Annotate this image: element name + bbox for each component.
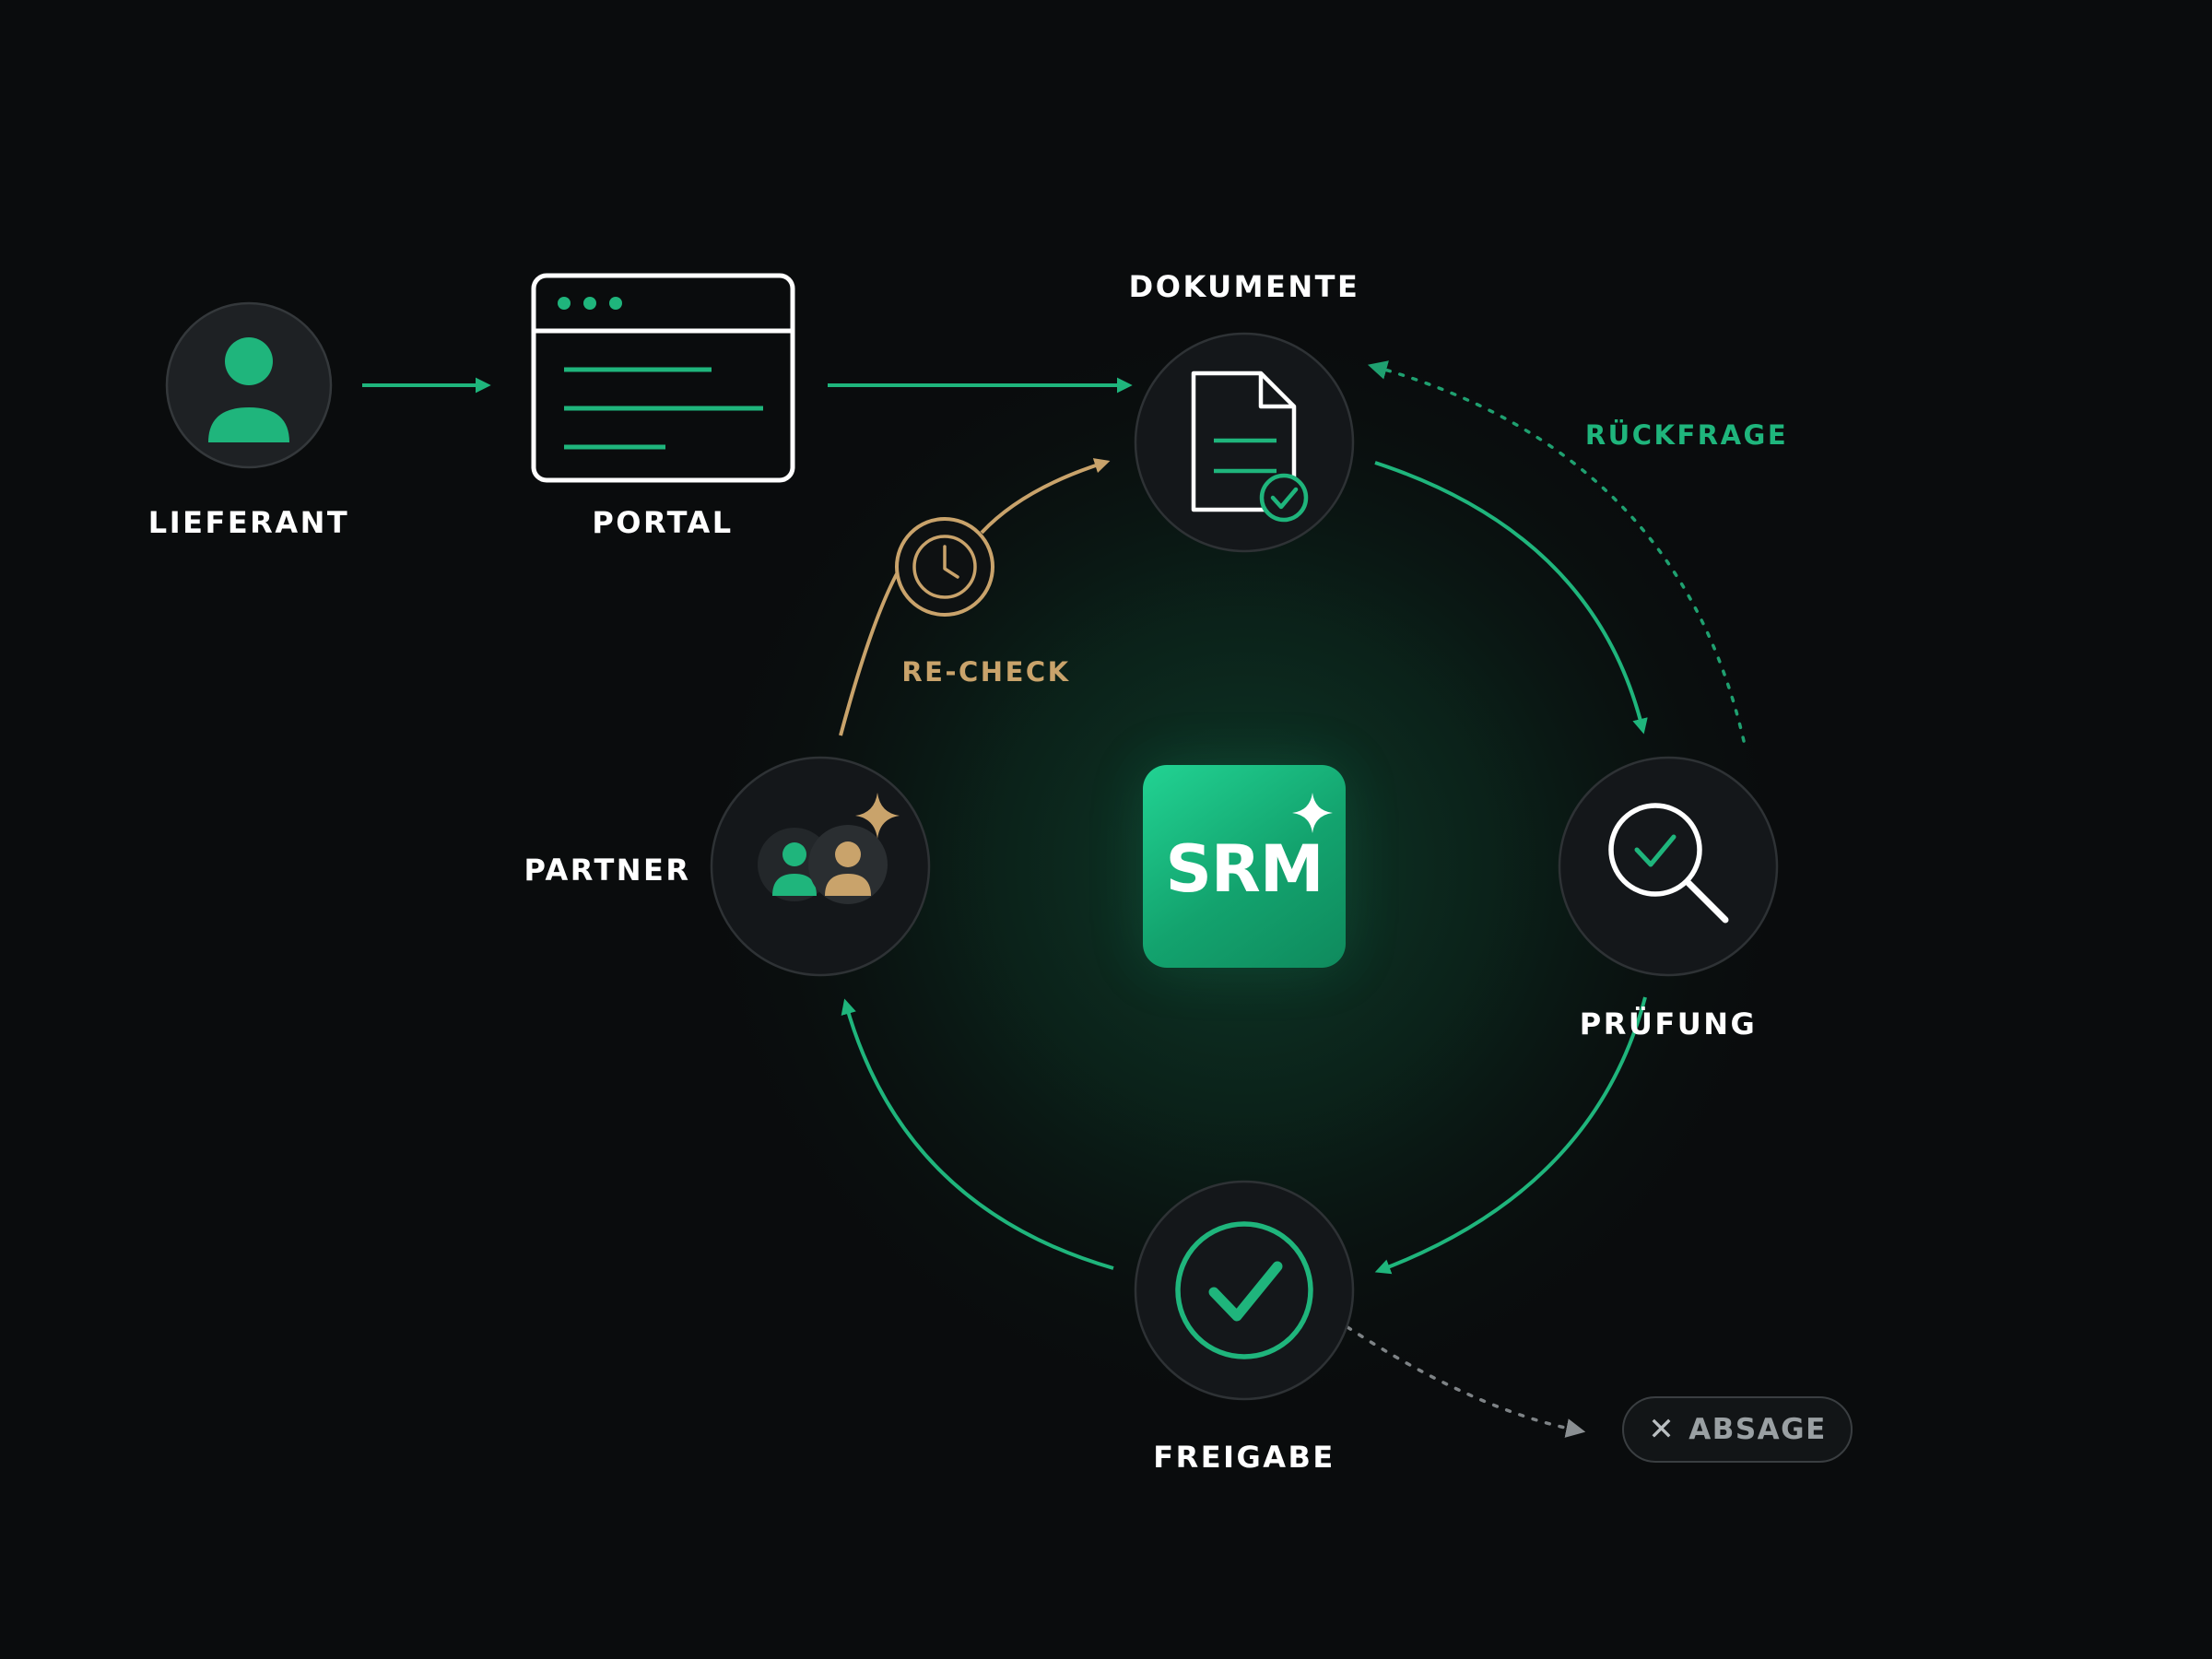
node-approval[interactable] — [1134, 1180, 1355, 1401]
people-icon — [758, 825, 888, 904]
browser-window-icon — [531, 273, 795, 483]
inquiry-label: RÜCKFRAGE — [1584, 419, 1789, 451]
srm-center-tile[interactable]: SRM — [1143, 765, 1346, 968]
close-icon: ✕ — [1648, 1411, 1677, 1448]
supplier-label: LIEFERANT — [147, 505, 350, 540]
document-check-icon — [1191, 371, 1309, 523]
arrow-review-approval — [1374, 996, 1647, 1275]
node-review[interactable] — [1558, 756, 1779, 977]
reject-label: ABSAGE — [1688, 1413, 1827, 1446]
arrow-approval-reject — [1346, 1325, 1586, 1438]
arrow-review-documents-inquiry — [1367, 360, 1746, 743]
documents-label: DOKUMENTE — [1128, 269, 1360, 304]
recheck-label: RE-CHECK — [901, 656, 1071, 688]
magnifier-check-icon — [1608, 803, 1729, 924]
srm-label: SRM — [1165, 831, 1324, 907]
clock-icon — [912, 535, 977, 599]
node-supplier[interactable] — [165, 301, 333, 469]
node-documents[interactable] — [1134, 332, 1355, 553]
sparkle-icon — [1292, 793, 1333, 833]
partner-label: PARTNER — [524, 853, 691, 888]
node-partner[interactable] — [710, 756, 931, 977]
arrow-approval-partner — [841, 998, 1114, 1270]
recheck-clock-badge — [895, 517, 994, 617]
arrow-partner-documents — [980, 458, 1111, 535]
check-circle-icon — [1175, 1221, 1313, 1359]
node-portal[interactable] — [531, 273, 795, 483]
sparkle-icon — [855, 793, 900, 839]
person-icon — [208, 337, 289, 442]
arrow-documents-review — [1374, 461, 1648, 735]
portal-label: PORTAL — [592, 505, 734, 540]
approval-label: FREIGABE — [1153, 1440, 1335, 1475]
reject-badge[interactable]: ✕ ABSAGE — [1622, 1396, 1853, 1463]
review-label: PRÜFUNG — [1579, 1006, 1758, 1041]
